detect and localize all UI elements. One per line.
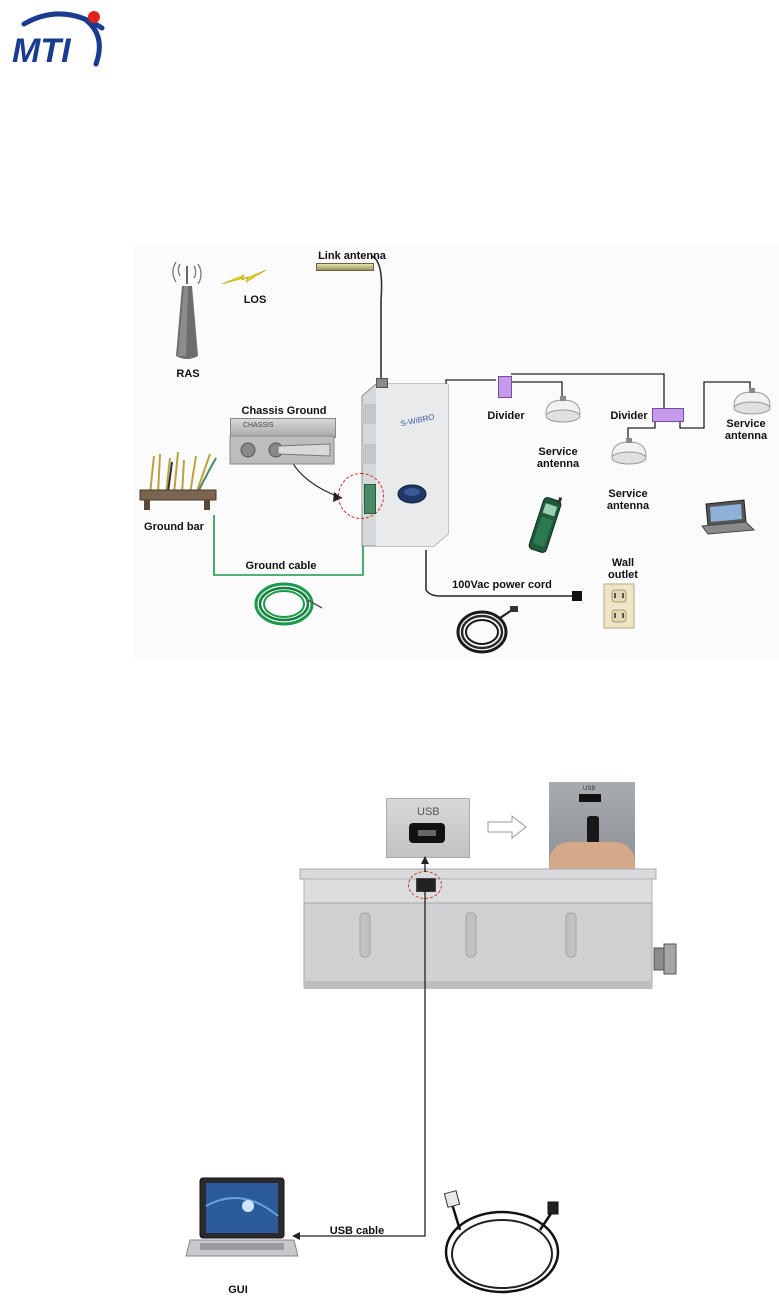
gui-label: GUI: [218, 1284, 258, 1296]
gui-laptop: [186, 1176, 298, 1270]
usb-cable-label: USB cable: [322, 1225, 392, 1237]
usb-cable-coil: [440, 1190, 570, 1298]
